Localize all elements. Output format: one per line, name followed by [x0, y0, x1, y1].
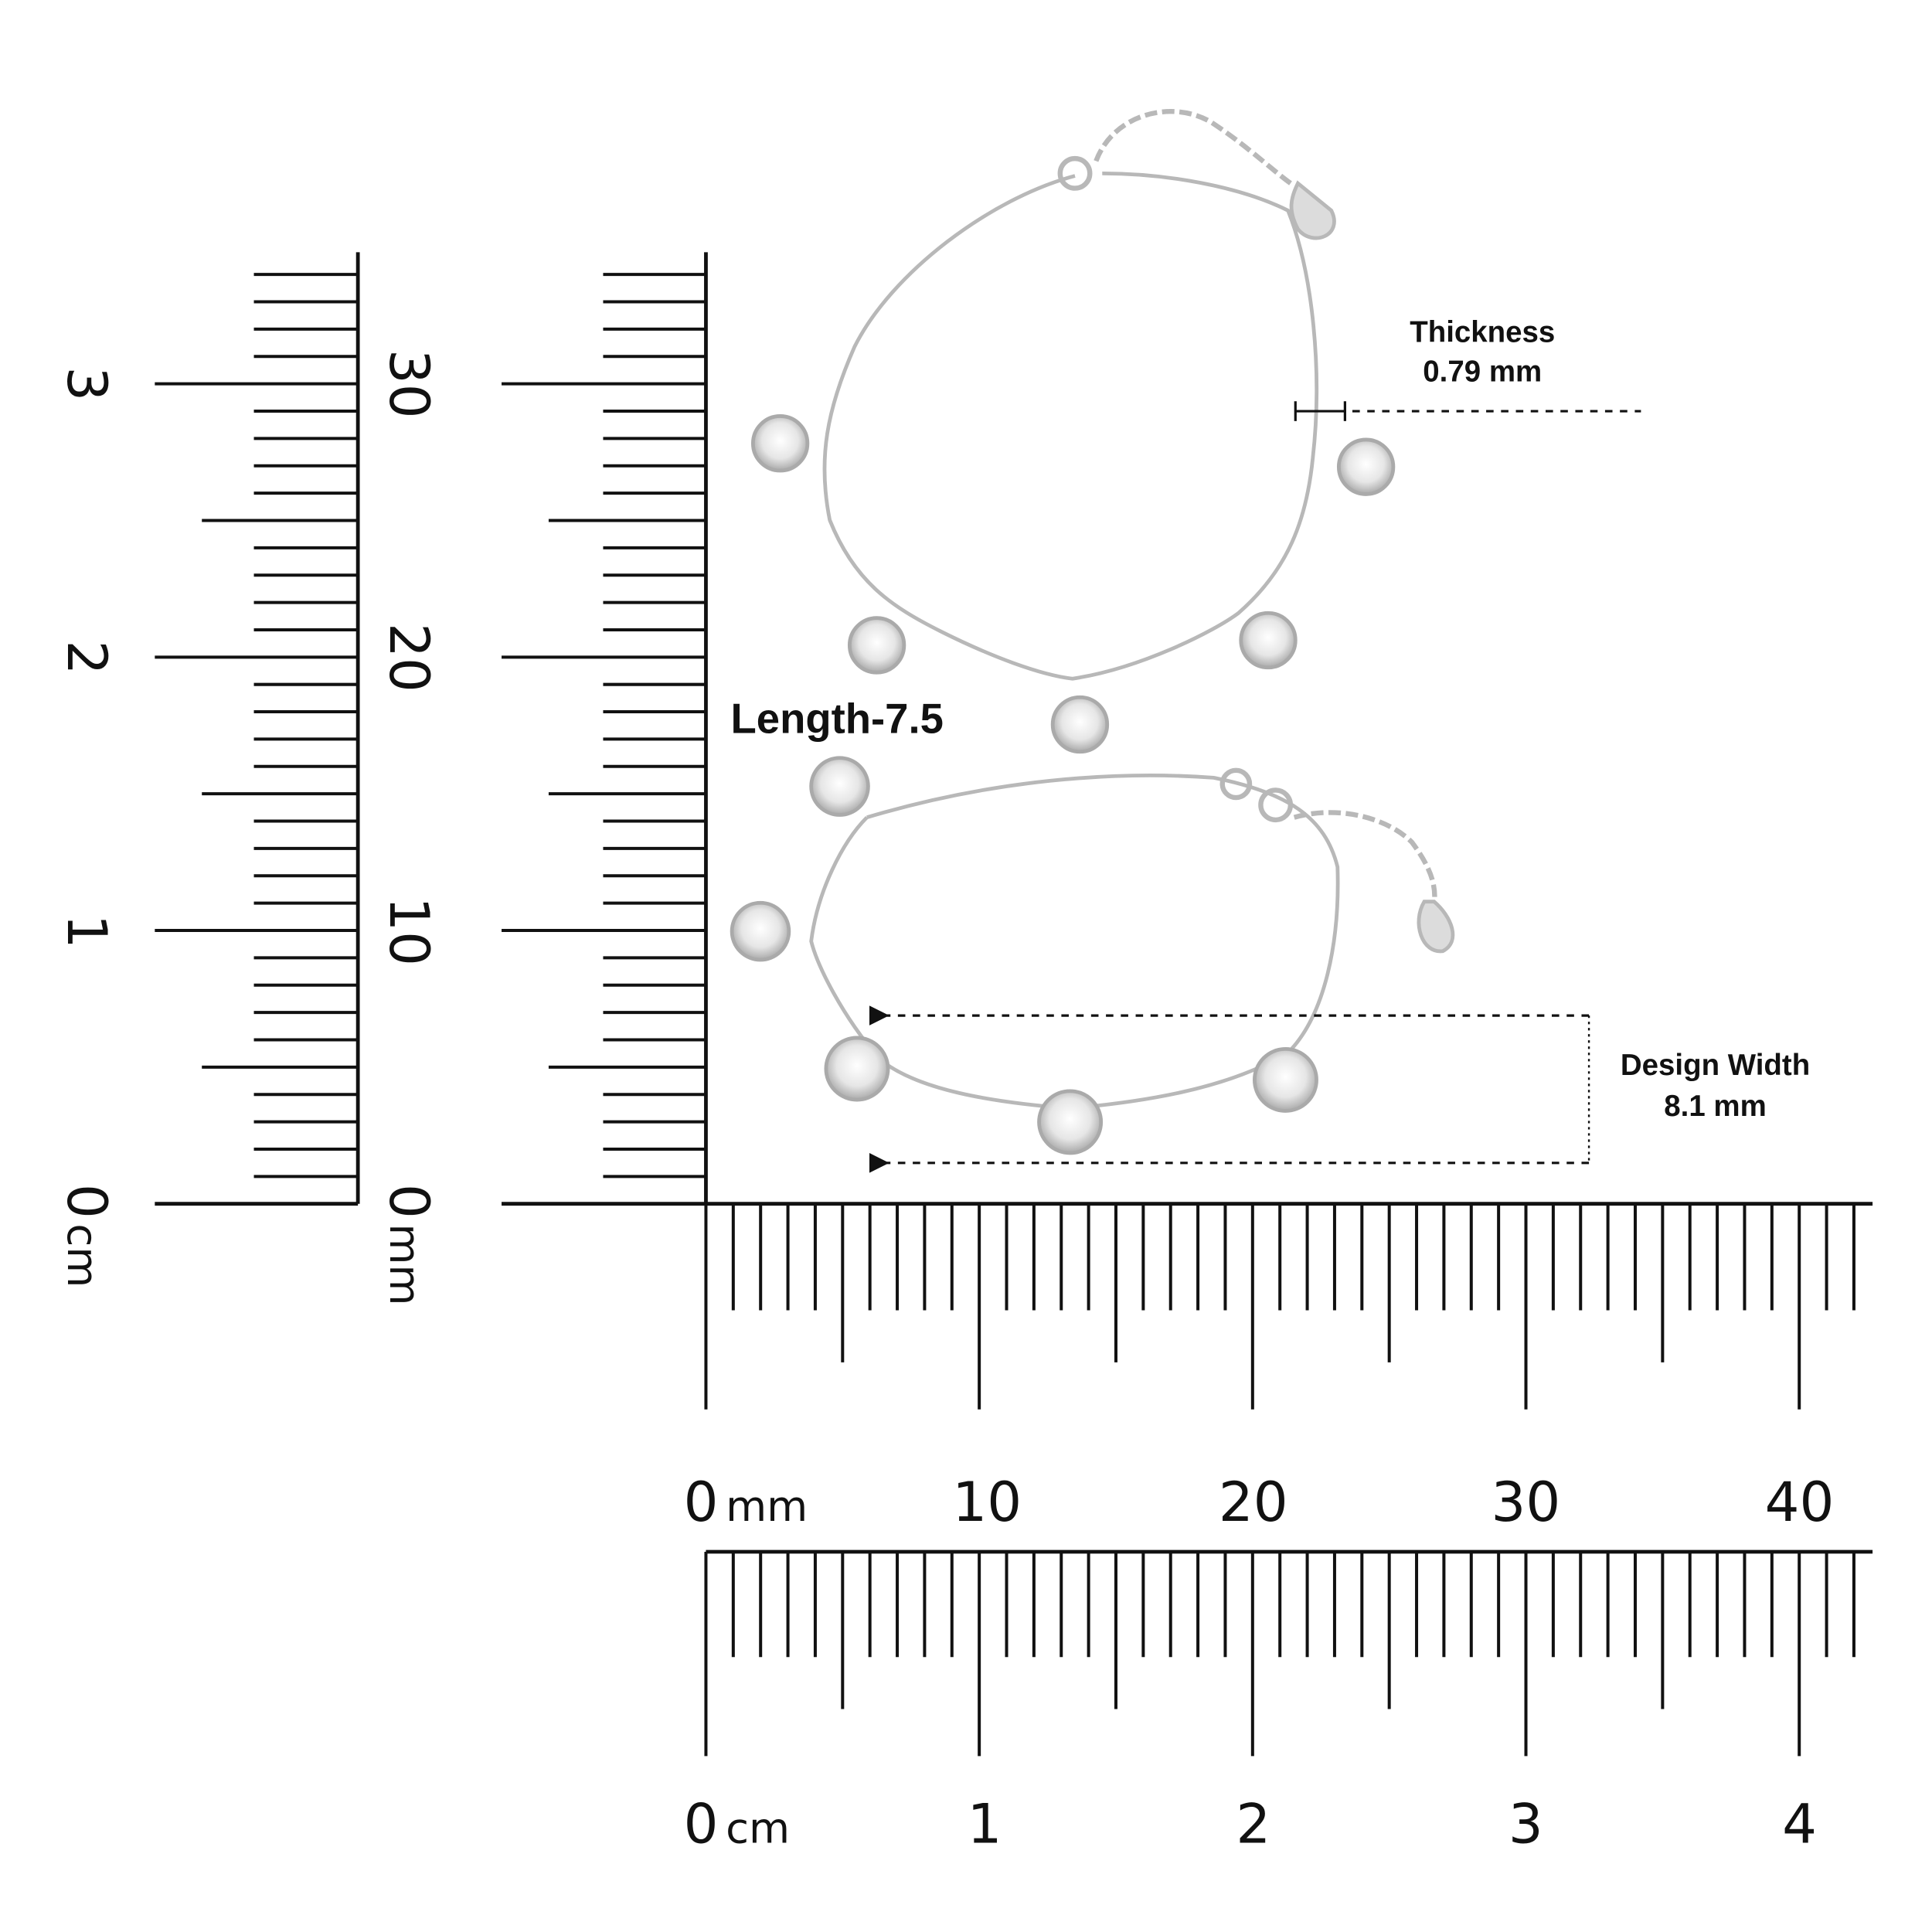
horizontal-mm-ruler	[704, 1202, 1873, 1410]
charm	[1239, 611, 1298, 670]
vertical-mm-ruler-labels: 30 20 10 0mm	[377, 349, 440, 1306]
bracelet-bottom-view	[730, 756, 1455, 1155]
tick-label: 40	[1765, 1471, 1835, 1534]
charm	[1336, 437, 1396, 496]
tag-pendant	[1289, 180, 1336, 240]
extender-chain	[1094, 109, 1296, 189]
tick-label: 2	[55, 641, 118, 675]
tick-label: 4	[1782, 1793, 1817, 1856]
tick-label: 20	[377, 623, 440, 692]
design-width-value: 8.1 mm	[1664, 1090, 1767, 1123]
vertical-cm-ruler-labels: 3 2 1 0cm	[55, 366, 118, 1287]
chain	[822, 171, 1319, 681]
tick-label: 10	[377, 896, 440, 966]
vertical-cm-ruler	[155, 252, 360, 1206]
charm	[824, 1036, 890, 1102]
vertical-mm-ruler	[502, 252, 708, 1206]
charm	[847, 616, 906, 675]
chain	[809, 774, 1340, 1111]
charm	[1050, 695, 1110, 754]
spring-ring-clasp	[1057, 155, 1093, 191]
design-width-label: Design Width	[1621, 1049, 1810, 1082]
lobster-clasp	[1219, 767, 1253, 801]
tick-label: 30	[377, 349, 440, 419]
thickness-value: 0.79 mm	[1423, 355, 1542, 389]
tick-label: 2	[1236, 1793, 1270, 1856]
tick-label: 1	[55, 914, 118, 949]
tag-pendant	[1417, 900, 1455, 954]
charm	[809, 756, 870, 817]
bracelet-top-view	[750, 109, 1396, 754]
length-label: Length-7.5	[731, 696, 944, 743]
tick-label: 20	[1219, 1471, 1288, 1534]
tick-label: 3	[1509, 1793, 1543, 1856]
charm	[1252, 1046, 1318, 1113]
zero-cm-label: 0cm	[55, 1184, 118, 1287]
zero-mm-label: 0mm	[377, 1184, 440, 1305]
charm	[1037, 1089, 1104, 1155]
tick-label: 3	[55, 366, 118, 401]
extender-chain	[1293, 810, 1437, 905]
tick-label: 10	[952, 1471, 1022, 1534]
lobster-clasp	[1258, 787, 1294, 823]
thickness-annotation	[1294, 401, 1641, 421]
design-width-annotation	[869, 1005, 1590, 1173]
charm	[750, 414, 810, 473]
tick-label: 1	[968, 1793, 1002, 1856]
thickness-label: Thickness	[1410, 315, 1555, 349]
tick-label: 30	[1491, 1471, 1560, 1534]
charm	[730, 900, 791, 962]
horizontal-cm-ruler	[704, 1549, 1873, 1757]
